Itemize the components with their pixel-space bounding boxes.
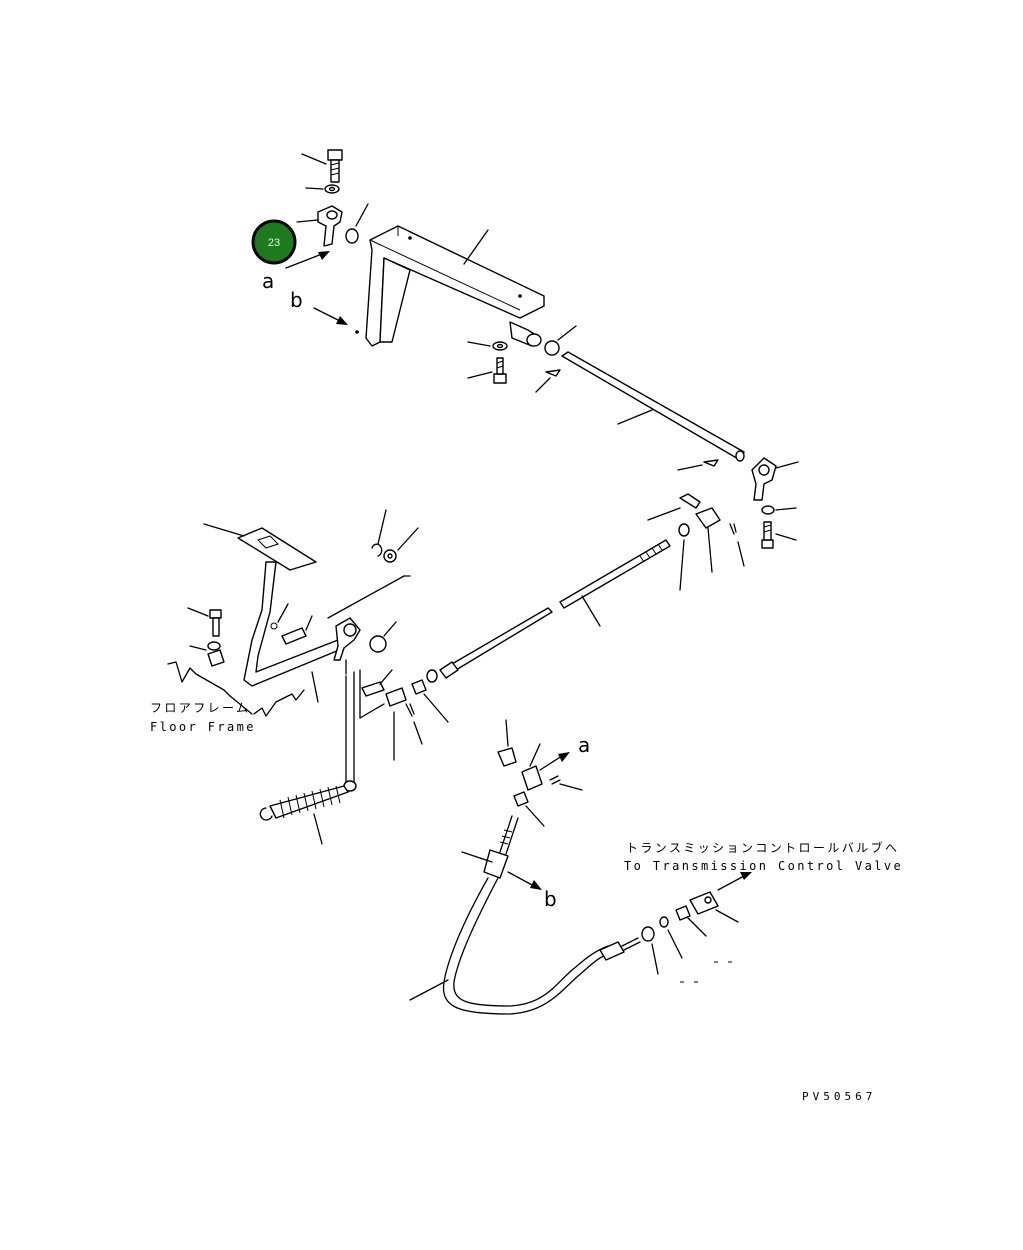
- lower-clevis: [521, 743, 543, 791]
- snap-washer: [383, 527, 419, 563]
- arrow-b-mid: [507, 871, 542, 890]
- return-spring: [259, 671, 357, 845]
- right-clevis: [695, 507, 721, 573]
- top-lever: [296, 205, 343, 247]
- label-b-mid: b: [544, 887, 557, 911]
- control-cable: [409, 815, 641, 1015]
- lower-nut: [513, 791, 545, 827]
- pedal-nut: [411, 679, 449, 723]
- mid-washer: [467, 341, 508, 351]
- pedal-shaft-tube: [327, 575, 411, 661]
- top-bushing: [345, 203, 369, 244]
- left-bolt: [187, 607, 222, 637]
- bracket-bushing: [544, 325, 577, 356]
- snap-ring: [371, 509, 387, 557]
- cable-end-locknut: [675, 905, 707, 937]
- pedal-cotter-pin: [405, 703, 423, 745]
- cable-end-nut: [641, 926, 659, 975]
- cross-shaft: [561, 351, 745, 462]
- mid-bolt: [467, 357, 507, 384]
- top-washer: [305, 184, 340, 194]
- right-bolt: [761, 521, 797, 549]
- floor-frame-en: Floor Frame: [150, 720, 256, 734]
- transmission-en: To Transmission Control Valve: [624, 859, 903, 873]
- left-nut: [189, 641, 225, 667]
- right-nut: [678, 523, 690, 591]
- floor-frame-outline: [167, 661, 319, 717]
- transmission-jp: トランスミッションコントロールバルブへ: [626, 840, 899, 855]
- pedal-arm: [243, 561, 345, 687]
- lower-pin: [497, 719, 517, 767]
- callout-badge[interactable]: 23: [251, 219, 297, 265]
- pedal-bracket: [355, 225, 545, 347]
- key-pin-top: [535, 369, 561, 393]
- arrow-transmission: [717, 872, 752, 891]
- right-cotter-pin: [729, 523, 745, 567]
- label-b-top: b: [290, 288, 303, 312]
- cable-end-washer: [659, 916, 683, 959]
- arrow-a-top: [285, 251, 330, 269]
- right-lever: [751, 457, 799, 501]
- pedal-plate: [203, 523, 317, 571]
- pedal-stop-bolt: [281, 615, 313, 645]
- linkage-rod: [426, 539, 671, 683]
- floor-frame-jp: フロアフレーム: [150, 701, 250, 715]
- cable-end-clevis: [689, 891, 739, 923]
- key-pin-right: [677, 459, 719, 471]
- pedal-clevis: [385, 687, 407, 761]
- top-bolt: [301, 149, 343, 183]
- callout-number: 23: [268, 237, 280, 249]
- spring-link: [345, 659, 385, 719]
- right-washer: [761, 505, 797, 515]
- lower-cotter-pin: [549, 775, 583, 791]
- label-a-top: a: [262, 269, 274, 293]
- pedal-bushing: [369, 621, 397, 653]
- pedal-clevis-pin: [361, 669, 393, 697]
- label-a-mid: a: [578, 733, 590, 757]
- arrow-a-mid: [539, 752, 570, 771]
- right-clevis-bolt: [647, 493, 701, 521]
- arrow-b-top: [313, 307, 348, 325]
- dash-marks: [680, 961, 732, 983]
- drawing-code: PV50567: [802, 1090, 876, 1103]
